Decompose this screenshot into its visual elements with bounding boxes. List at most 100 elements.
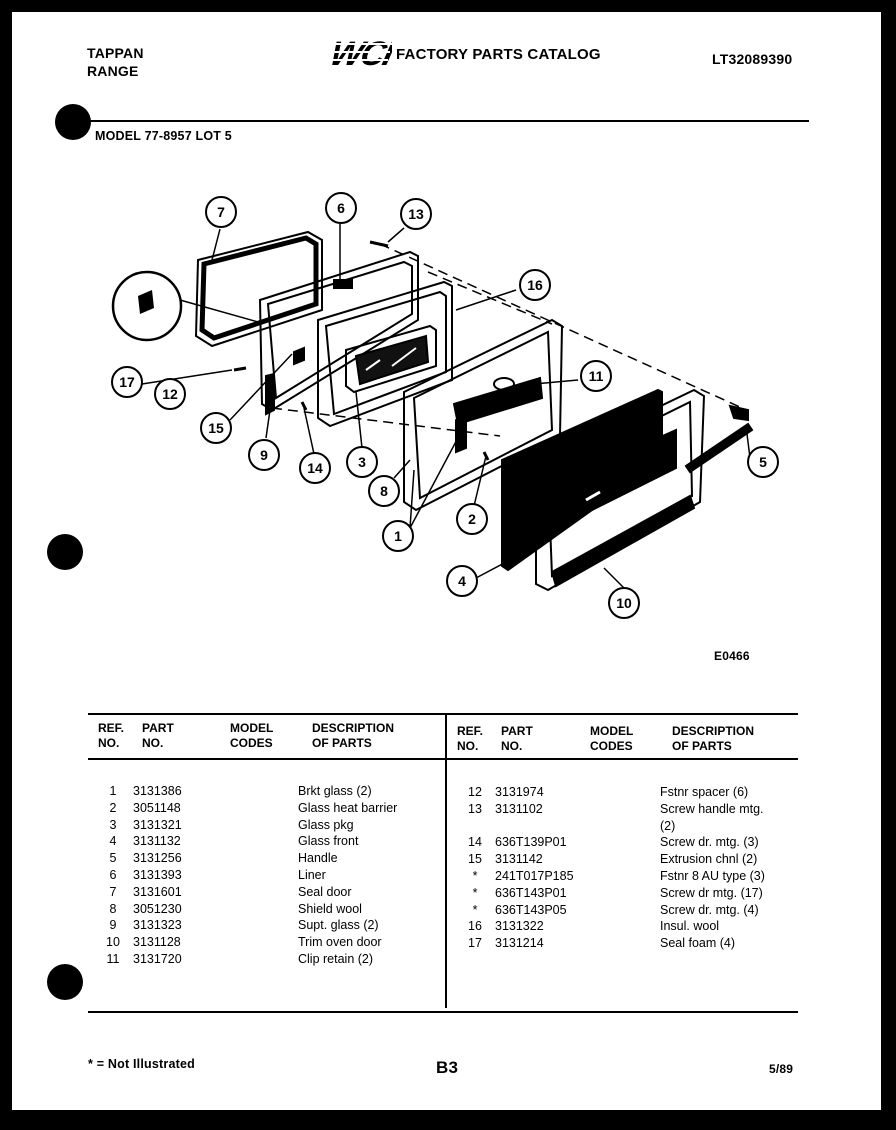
callout-8 [368,475,400,507]
ref-no-cell: 2 [109,800,117,815]
part-no-cell: 636T143P01 [495,885,567,900]
ref-no-cell: 16 [468,919,482,934]
table-bottom-rule [88,1011,798,1013]
ref-no-cell: 13 [468,801,482,816]
figure-code: E0466 [714,649,750,663]
ref-no-cell: 6 [109,868,117,882]
callout-17 [111,366,143,398]
part-no-cell: 3131214 [495,936,544,951]
ref-no-cell: 11 [106,952,120,966]
wci-logo-text: WCI [326,35,392,70]
col-header-model-left: MODEL CODES [230,721,274,750]
part-no-cell: 3131128 [133,935,181,950]
ref-no-cell: 4 [109,834,117,849]
part-no-cell: 3051148 [133,800,181,815]
callout-1 [382,520,414,552]
table-divider [445,715,447,1008]
callout-3 [346,446,378,478]
trim-door-part [535,388,706,592]
part-no-cell: 3131256 [133,851,182,866]
description-cell: Shield wool [298,901,362,916]
part-no-cell: 3131386 [133,784,182,798]
callout-3-label: 3 [358,454,366,470]
callout-10 [608,587,640,619]
ref-no-cell: * [472,869,478,883]
binder-hole-top [55,104,91,140]
part-no-cell: 3131601 [133,884,182,899]
description-cell: Fstnr 8 AU type (3) [660,869,765,883]
part-no-cell: 3051230 [133,901,182,916]
part-no-cell: 3131393 [133,868,182,882]
callout-10-label: 10 [616,595,632,611]
callout-11-label: 11 [589,368,604,384]
description-cell: Liner [298,868,326,882]
description-cell: (2) [660,818,676,833]
col-header-model-right: MODEL CODES [590,724,634,753]
callout-7-label: 7 [217,204,225,220]
description-cell: Glass pkg [298,817,354,832]
ref-no-cell: 9 [109,918,117,933]
callout-6-label: 6 [337,200,345,216]
part-no-cell: 3131142 [495,852,543,867]
seal-foam-detail [111,270,259,342]
col-header-part-right: PART NO. [501,724,533,753]
seal-door-part [194,230,323,348]
part-no-cell: 636T139P01 [495,835,567,850]
ref-no-cell: 1 [109,784,117,798]
ref-no-cell: * [472,902,478,917]
part-no-cell: 3131720 [133,952,182,966]
callout-13 [400,198,432,230]
ref-no-cell: 3 [109,817,117,832]
col-header-part-left: PART NO. [142,721,174,750]
brand-line-1: TAPPAN [87,45,144,61]
callout-14-label: 14 [307,460,323,476]
callout-5 [747,446,779,478]
callout-16 [519,269,551,301]
binder-hole-bottom [47,964,83,1000]
description-cell: Fstnr spacer (6) [660,785,749,799]
part-no-cell: 241T017P185 [495,869,574,883]
description-cell: Seal door [298,884,352,899]
binder-hole-middle [47,534,83,570]
callout-7 [205,196,237,228]
inner-window-part [345,324,437,394]
catalog-page: TAPPAN RANGE WCI FACTORY PARTS CATALOG L… [12,12,881,1110]
description-cell: Glass front [298,834,359,849]
callout-2 [456,503,488,535]
callout-9 [248,439,280,471]
description-cell: Handle [298,851,338,866]
footnote: * = Not Illustrated [88,1057,195,1071]
part-no-cell: 636T143P05 [495,902,567,917]
callout-13-label: 13 [408,206,424,222]
ref-no-cell: 17 [468,936,482,951]
handle-part [684,422,754,474]
description-cell: Screw handle mtg. [660,801,764,816]
callout-12-label: 12 [162,386,178,402]
col-header-ref-right: REF. NO. [457,724,484,753]
description-cell: Screw dr mtg. (17) [660,885,763,900]
callout-6 [325,192,357,224]
table-top-rule [88,713,798,715]
part-no-cell: 3131323 [133,918,182,933]
exploded-door-diagram: 7 6 13 16 11 5 17 12 15 9 14 3 8 2 1 4 1… [111,192,779,619]
callout-4-label: 4 [458,573,466,589]
wci-logo: WCI [326,34,399,72]
description-cell: Glass heat barrier [298,800,398,815]
description-cell: Trim oven door [298,935,382,950]
callout-14 [299,452,331,484]
catalog-title: FACTORY PARTS CATALOG [396,46,601,63]
part-no-cell: 3131321 [133,817,182,832]
header-rule [87,120,809,122]
part-no-cell: 3131132 [133,834,181,849]
ref-no-cell: 15 [468,852,482,867]
description-cell: Insul. wool [660,919,720,934]
description-cell: Supt. glass (2) [298,918,379,933]
catalog-date: 5/89 [769,1062,794,1076]
ref-no-cell: 12 [468,785,482,799]
part-no-cell: 3131974 [495,785,544,799]
part-no-cell: 3131102 [495,801,543,816]
ref-no-cell: * [472,885,478,900]
model-line: MODEL 77-8957 LOT 5 [95,129,232,143]
liner-part [258,250,419,412]
callout-15 [200,412,232,444]
